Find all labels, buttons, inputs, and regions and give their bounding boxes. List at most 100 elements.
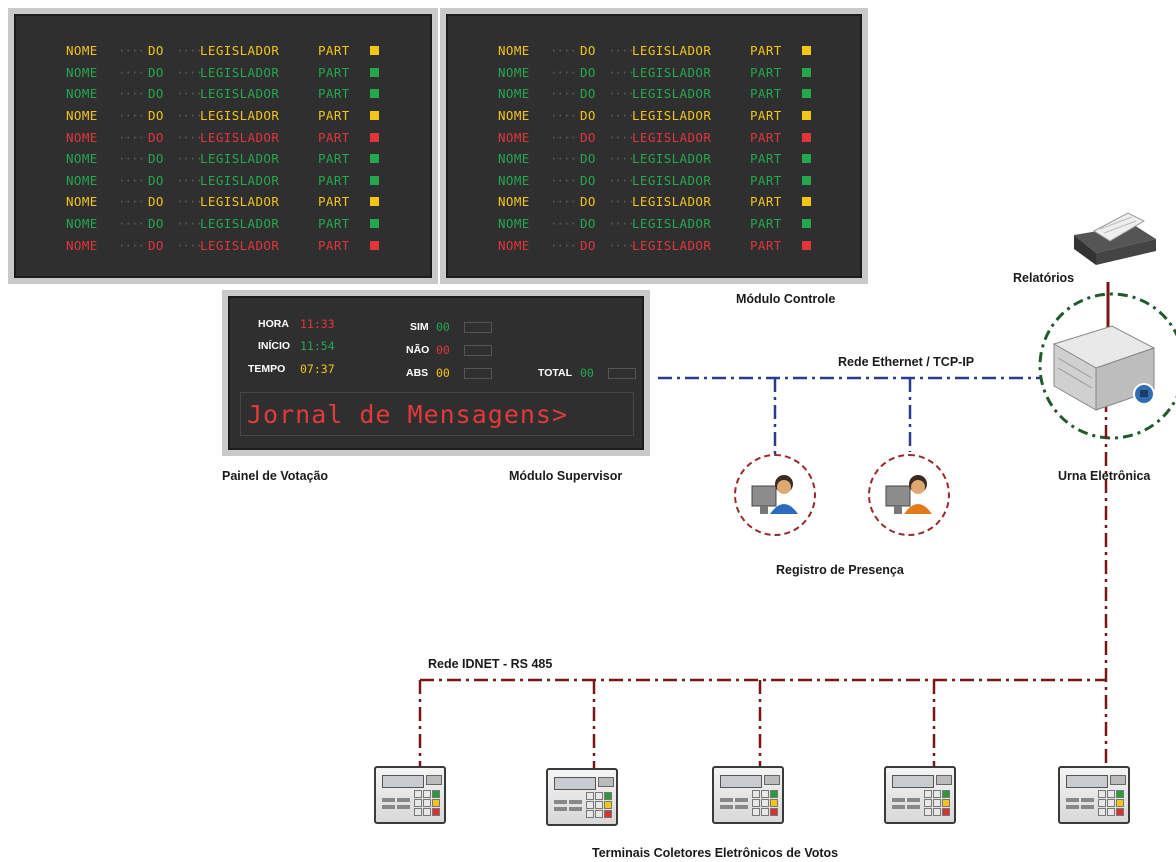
vote-terminal-4 (884, 766, 956, 824)
legislator-name: LEGISLADOR (632, 86, 712, 102)
separator: ···· (118, 237, 145, 253)
separator: ···· (550, 216, 577, 232)
separator: ···· (118, 64, 145, 80)
legislator-name: LEGISLADOR (200, 151, 280, 167)
legislator-name: LEGISLADOR (200, 129, 280, 145)
presence-station-2 (868, 454, 950, 536)
vote-indicator (802, 111, 811, 121)
legislator-name: LEGISLADOR (200, 108, 280, 124)
party-label: PART (750, 172, 782, 188)
party-label: PART (318, 129, 350, 145)
vote-indicator (802, 197, 811, 207)
legislator-name: LEGISLADOR (200, 216, 280, 232)
abs-box (464, 368, 492, 379)
legislator-do: DO (580, 64, 596, 80)
terminal-icon (720, 775, 762, 788)
legislator-nome: NOME (498, 194, 530, 210)
party-label: PART (318, 237, 350, 253)
legislator-nome: NOME (66, 108, 98, 124)
legislator-do: DO (148, 86, 164, 102)
legislator-name: LEGISLADOR (632, 43, 712, 59)
separator: ···· (550, 237, 577, 253)
vote-terminal-5 (1058, 766, 1130, 824)
separator: ···· (118, 194, 145, 210)
legislator-do: DO (148, 129, 164, 145)
legislator-nome: NOME (66, 194, 98, 210)
separator: ···· (118, 108, 145, 124)
hora-value: 11:33 (300, 317, 335, 331)
vote-indicator (802, 89, 811, 99)
separator: ···· (176, 86, 203, 102)
vote-terminal-3 (712, 766, 784, 824)
legislator-nome: NOME (66, 86, 98, 102)
party-label: PART (750, 129, 782, 145)
legislator-do: DO (580, 86, 596, 102)
separator: ···· (176, 237, 203, 253)
separator: ···· (608, 216, 635, 232)
separator: ···· (118, 129, 145, 145)
vote-indicator (370, 175, 379, 185)
sim-value: 00 (436, 320, 450, 334)
separator: ···· (550, 108, 577, 124)
terminal-icon (1066, 775, 1108, 788)
party-label: PART (750, 216, 782, 232)
person-computer-icon (751, 475, 798, 514)
sim-box (464, 322, 492, 333)
legislator-do: DO (580, 108, 596, 124)
total-label: TOTAL (538, 367, 573, 379)
legislator-name: LEGISLADOR (632, 129, 712, 145)
party-label: PART (750, 43, 782, 59)
legislator-do: DO (580, 237, 596, 253)
tempo-label: TEMPO (248, 363, 286, 375)
legislator-name: LEGISLADOR (200, 64, 280, 80)
legislator-nome: NOME (66, 64, 98, 80)
vote-indicator (370, 46, 379, 56)
party-label: PART (750, 194, 782, 210)
legislator-do: DO (580, 216, 596, 232)
nao-box (464, 345, 492, 356)
vote-indicator (370, 132, 379, 142)
nao-value: 00 (436, 343, 450, 357)
separator: ···· (118, 151, 145, 167)
party-label: PART (750, 64, 782, 80)
legislator-nome: NOME (66, 43, 98, 59)
legislator-do: DO (148, 151, 164, 167)
legislator-nome: NOME (498, 64, 530, 80)
separator: ···· (608, 194, 635, 210)
tempo-value: 07:37 (300, 362, 335, 376)
separator: ···· (176, 43, 203, 59)
vote-indicator (370, 89, 379, 99)
separator: ···· (118, 172, 145, 188)
legislator-nome: NOME (498, 151, 530, 167)
separator: ···· (550, 64, 577, 80)
legislator-do: DO (148, 194, 164, 210)
party-label: PART (318, 172, 350, 188)
urna-circle (1038, 292, 1176, 440)
separator: ···· (118, 43, 145, 59)
vote-indicator (370, 197, 379, 207)
legislator-name: LEGISLADOR (200, 43, 280, 59)
party-label: PART (318, 194, 350, 210)
vote-indicator (802, 175, 811, 185)
party-label: PART (318, 151, 350, 167)
separator: ···· (550, 194, 577, 210)
separator: ···· (608, 64, 635, 80)
legislator-name: LEGISLADOR (200, 86, 280, 102)
legislator-nome: NOME (498, 86, 530, 102)
separator: ···· (608, 237, 635, 253)
separator: ···· (176, 64, 203, 80)
party-label: PART (750, 151, 782, 167)
